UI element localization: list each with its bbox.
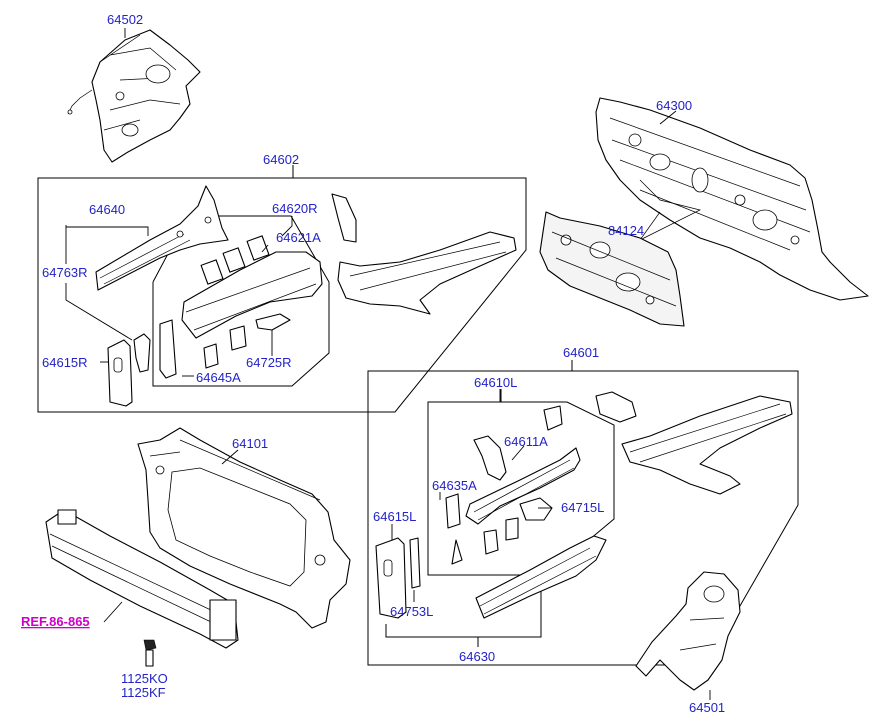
- label-64601[interactable]: 64601: [563, 345, 599, 360]
- label-64621A-right[interactable]: 64621A: [276, 230, 321, 245]
- label-ref-86-865[interactable]: REF.86-865: [21, 614, 90, 629]
- part-64615R[interactable]: [107, 333, 151, 407]
- part-64630[interactable]: [475, 535, 607, 619]
- label-64300[interactable]: 64300: [656, 98, 692, 113]
- part-64620R-long[interactable]: [331, 193, 517, 315]
- label-64602[interactable]: 64602: [263, 152, 299, 167]
- label-64753L[interactable]: 64753L: [390, 604, 433, 619]
- frame-64610L: [427, 389, 615, 576]
- frame-64630: [385, 587, 542, 638]
- part-64601-long[interactable]: [595, 391, 793, 495]
- label-64615R[interactable]: 64615R: [42, 355, 88, 370]
- label-84124[interactable]: 84124: [608, 223, 644, 238]
- part-bolt-1125[interactable]: [143, 639, 157, 667]
- part-64502-apron[interactable]: [67, 29, 201, 163]
- label-64645A[interactable]: 64645A: [196, 370, 241, 385]
- label-1125KF[interactable]: 1125KF: [121, 685, 166, 700]
- label-64725R[interactable]: 64725R: [246, 355, 292, 370]
- part-84124-insulator[interactable]: [539, 211, 685, 327]
- label-64615L[interactable]: 64615L: [373, 509, 416, 524]
- label-64501[interactable]: 64501: [689, 700, 725, 715]
- label-64763R[interactable]: 64763R: [42, 265, 88, 280]
- label-64620R[interactable]: 64620R: [272, 201, 318, 216]
- part-64300-dash-panel[interactable]: [595, 97, 869, 301]
- label-64715L[interactable]: 64715L: [561, 500, 604, 515]
- label-64101[interactable]: 64101: [232, 436, 268, 451]
- label-64610L[interactable]: 64610L: [474, 375, 517, 390]
- label-64640[interactable]: 64640: [89, 202, 125, 217]
- label-1125KO[interactable]: 1125KO: [121, 671, 168, 686]
- label-64611A[interactable]: 64611A: [504, 434, 548, 449]
- part-64610L-assembly[interactable]: [445, 405, 581, 565]
- part-64101-carrier[interactable]: [137, 427, 351, 629]
- part-64501-apron[interactable]: [635, 571, 741, 691]
- frame-64601: [367, 360, 799, 666]
- label-64630[interactable]: 64630: [459, 649, 495, 664]
- label-64635A[interactable]: 64635A: [432, 478, 477, 493]
- part-64620R-member[interactable]: [159, 235, 323, 379]
- part-bumper-beam[interactable]: [45, 509, 239, 649]
- frame-64602: [37, 165, 527, 413]
- part-64640[interactable]: [95, 185, 229, 291]
- label-64502[interactable]: 64502: [107, 12, 143, 27]
- part-64615L[interactable]: [375, 537, 421, 619]
